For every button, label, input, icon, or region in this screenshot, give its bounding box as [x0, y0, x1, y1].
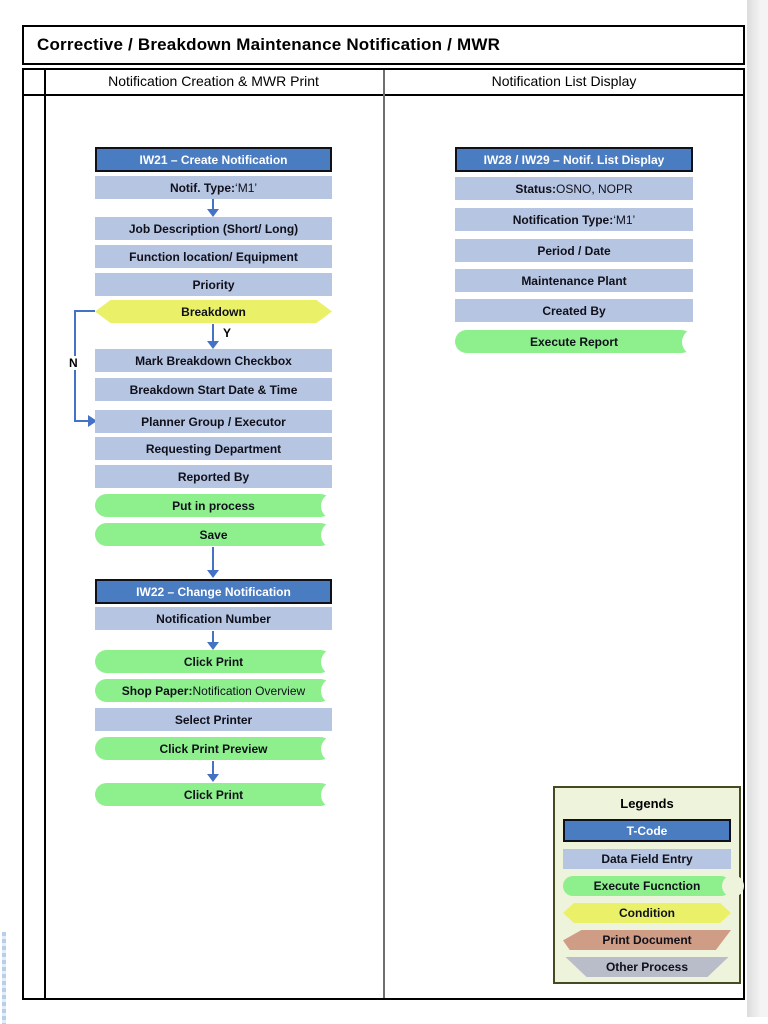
legend-item-execute-function: Execute Fucnction — [563, 876, 731, 896]
node-notification-type: Notification Type: ‘M1’ — [455, 208, 693, 231]
node-breakdown-start-datetime: Breakdown Start Date & Time — [95, 378, 332, 401]
legend-item-data-field-entry: Data Field Entry — [563, 849, 731, 869]
node-requesting-department: Requesting Department — [95, 437, 332, 460]
node-mark-breakdown-checkbox: Mark Breakdown Checkbox — [95, 349, 332, 372]
node-function-location: Function location/ Equipment — [95, 245, 332, 268]
shop-paper-value: Notification Overview — [192, 683, 306, 698]
branch-label-yes: Y — [221, 326, 234, 340]
next-page-hint — [2, 932, 6, 1024]
arrow-down-icon — [207, 199, 219, 217]
branch-no-line — [75, 310, 95, 312]
node-shop-paper: Shop Paper: Notification Overview — [95, 679, 332, 702]
node-execute-report: Execute Report — [455, 330, 693, 353]
status-label: Status: — [515, 181, 556, 196]
node-click-print-final: Click Print — [95, 783, 332, 806]
arrow-down-icon — [207, 324, 219, 349]
lane-header-right: Notification List Display — [491, 73, 637, 89]
node-maintenance-plant: Maintenance Plant — [455, 269, 693, 292]
legend-item-other-process: Other Process — [565, 957, 729, 977]
node-select-printer: Select Printer — [95, 708, 332, 731]
node-click-print: Click Print — [95, 650, 332, 673]
node-created-by: Created By — [455, 299, 693, 322]
diagram-title-box: Corrective / Breakdown Maintenance Notif… — [22, 25, 745, 65]
lane-divider — [383, 70, 385, 998]
node-breakdown-condition: Breakdown — [95, 300, 332, 323]
legend-items: T-Code Data Field Entry Execute Fucnctio… — [563, 819, 731, 977]
arrow-right-icon — [88, 415, 97, 427]
notification-type-label: Notification Type: — [512, 212, 614, 227]
shop-paper-label: Shop Paper: — [121, 683, 193, 698]
branch-no-line — [74, 420, 89, 422]
node-notif-type: Notif. Type: ‘M1’ — [95, 176, 332, 199]
node-iw28-iw29-list-display: IW28 / IW29 – Notif. List Display — [455, 147, 693, 172]
left-margin-divider — [44, 70, 46, 998]
node-iw21-create-notification: IW21 – Create Notification — [95, 147, 332, 172]
notification-type-value: ‘M1’ — [613, 212, 636, 227]
legend-item-condition: Condition — [563, 903, 731, 923]
node-put-in-process: Put in process — [95, 494, 332, 517]
node-notification-number: Notification Number — [95, 607, 332, 630]
notif-type-value: ‘M1’ — [235, 180, 258, 195]
legend-title: Legends — [620, 795, 674, 811]
node-job-description: Job Description (Short/ Long) — [95, 217, 332, 240]
node-priority: Priority — [95, 273, 332, 296]
legend-box: Legends T-Code Data Field Entry Execute … — [553, 786, 741, 984]
status-value: OSNO, NOPR — [555, 181, 633, 196]
node-iw22-change-notification: IW22 – Change Notification — [95, 579, 332, 604]
lane-header-left: Notification Creation & MWR Print — [108, 73, 319, 89]
notif-type-label: Notif. Type: — [169, 180, 236, 195]
node-click-print-preview: Click Print Preview — [95, 737, 332, 760]
legend-item-tcode: T-Code — [563, 819, 731, 842]
node-planner-group: Planner Group / Executor — [95, 410, 332, 433]
page-title: Corrective / Breakdown Maintenance Notif… — [37, 35, 501, 54]
node-save: Save — [95, 523, 332, 546]
node-status: Status: OSNO, NOPR — [455, 177, 693, 200]
node-reported-by: Reported By — [95, 465, 332, 488]
arrow-down-icon — [207, 547, 219, 578]
legend-item-print-document: Print Document — [563, 930, 731, 950]
branch-label-no: N — [67, 356, 80, 370]
page-edge-strip — [747, 0, 768, 1017]
node-period-date: Period / Date — [455, 239, 693, 262]
arrow-down-icon — [207, 761, 219, 782]
arrow-down-icon — [207, 631, 219, 650]
swimlane-frame — [22, 68, 745, 1000]
